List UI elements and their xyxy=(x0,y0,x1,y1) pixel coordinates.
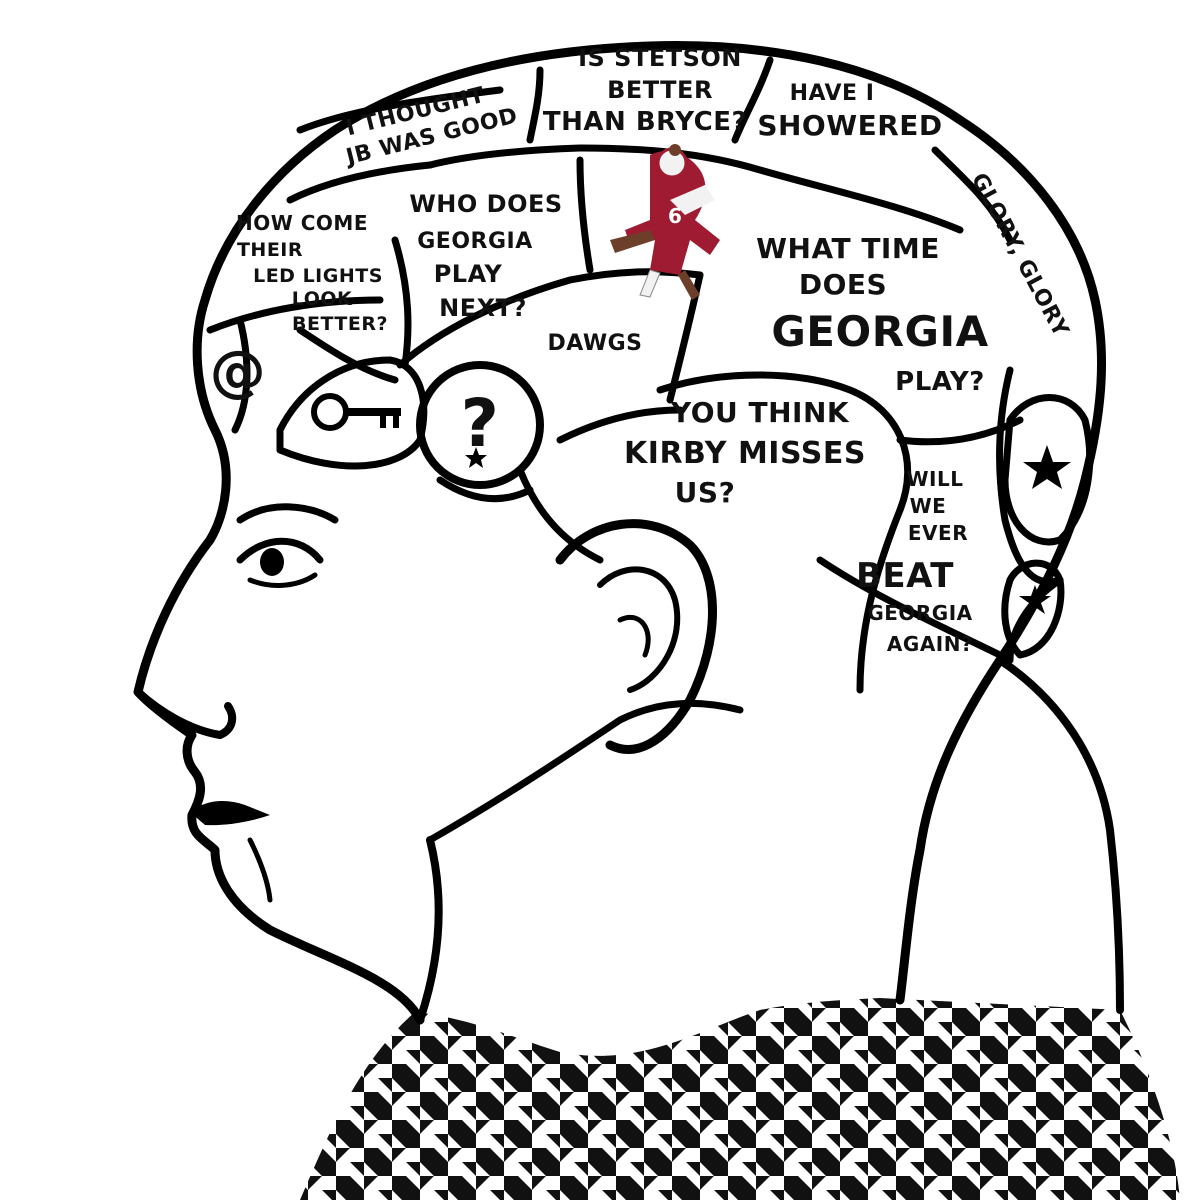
svg-text:GEORGIA: GEORGIA xyxy=(417,229,533,254)
ear xyxy=(555,519,717,754)
question-icon: ? xyxy=(461,385,500,462)
chin-crease xyxy=(247,837,273,903)
label-led-lights: HOW COME THEIR LED LIGHTS LOOK BETTER? xyxy=(236,211,388,335)
star-lobe-lower xyxy=(1001,559,1065,659)
svg-text:WILL: WILL xyxy=(907,467,964,491)
ear-inner xyxy=(597,566,681,693)
label-dawgs: DAWGS xyxy=(548,331,643,356)
svg-text:WHAT TIME: WHAT TIME xyxy=(756,232,940,265)
ear-fold xyxy=(617,615,651,658)
svg-text:AGAIN?: AGAIN? xyxy=(887,632,973,656)
eye-upper xyxy=(236,537,324,564)
star-icon xyxy=(1019,585,1051,614)
svg-text:GEORGIA: GEORGIA xyxy=(867,601,972,625)
svg-text:GEORGIA: GEORGIA xyxy=(771,307,988,356)
svg-text:WHO DOES: WHO DOES xyxy=(409,190,562,218)
svg-text:PLAY: PLAY xyxy=(434,260,503,288)
neck-back xyxy=(996,656,1124,1014)
label-what-time: WHAT TIME DOES GEORGIA PLAY? xyxy=(756,232,988,397)
svg-text:WE: WE xyxy=(910,494,947,518)
svg-text:BETTER?: BETTER? xyxy=(292,313,388,335)
star-icon xyxy=(465,447,487,468)
label-showered: HAVE I SHOWERED xyxy=(757,81,942,142)
svg-text:IS STETSON: IS STETSON xyxy=(578,44,742,72)
player-photo: 6 xyxy=(610,144,720,300)
svg-text:BETTER: BETTER xyxy=(607,76,713,104)
label-beat-georgia: WILL WE EVER BEAT GEORGIA AGAIN? xyxy=(856,467,973,656)
question-lobe xyxy=(416,361,544,489)
svg-text:THEIR: THEIR xyxy=(237,239,303,261)
eyebrow xyxy=(236,503,339,524)
label-who-does: WHO DOES GEORGIA PLAY NEXT? xyxy=(409,190,562,322)
star-lobe-upper xyxy=(1001,394,1094,546)
eye-lower xyxy=(247,572,318,588)
eye-pupil xyxy=(260,548,284,576)
head-outline xyxy=(133,41,1107,1025)
svg-text:EVER: EVER xyxy=(908,521,968,545)
svg-text:KIRBY MISSES: KIRBY MISSES xyxy=(624,436,866,471)
svg-text:NEXT?: NEXT? xyxy=(439,294,527,322)
svg-text:SHOWERED: SHOWERED xyxy=(757,109,942,142)
svg-text:LED LIGHTS: LED LIGHTS xyxy=(253,265,383,287)
at-icon: @ xyxy=(210,339,267,404)
svg-text:DOES: DOES xyxy=(799,268,887,301)
key-lobe xyxy=(276,356,428,470)
mouth xyxy=(190,800,270,826)
svg-text:YOU THINK: YOU THINK xyxy=(670,396,850,429)
svg-text:BEAT: BEAT xyxy=(856,556,954,596)
svg-text:HAVE I: HAVE I xyxy=(790,81,875,106)
svg-text:THAN BRYCE?: THAN BRYCE? xyxy=(543,107,747,137)
svg-text:HOW COME: HOW COME xyxy=(236,211,368,235)
brain-region-lines xyxy=(206,56,1064,694)
star-icon xyxy=(1023,445,1071,489)
svg-text:PLAY?: PLAY? xyxy=(895,367,985,397)
houndstooth-jacket xyxy=(300,998,1180,1200)
label-kirby: YOU THINK KIRBY MISSES US? xyxy=(624,396,866,509)
jaw-line xyxy=(426,699,744,844)
svg-text:US?: US? xyxy=(675,476,736,509)
key-icon xyxy=(311,393,401,431)
neck-front xyxy=(416,836,443,1024)
player-jersey-number: 6 xyxy=(668,204,682,228)
nose xyxy=(134,688,237,739)
label-stetson: IS STETSON BETTER THAN BRYCE? xyxy=(543,44,747,137)
svg-text:LOOK: LOOK xyxy=(292,288,353,310)
